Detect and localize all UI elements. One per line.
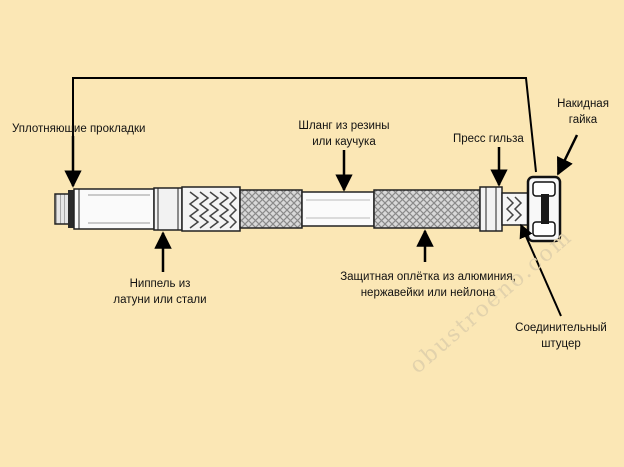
label-nut-line2: гайка	[568, 114, 598, 126]
arrow-fitting	[519, 223, 562, 317]
label-nut-line1: Накидная	[557, 98, 609, 110]
label-fitting-line1: Соединительный	[515, 322, 607, 334]
right-press-sleeve	[479, 186, 503, 232]
label-nut: Накидная гайка	[548, 96, 618, 128]
label-braid-line2: нержавейки или нейлона	[360, 287, 496, 299]
label-press-sleeve: Пресс гильза	[453, 133, 524, 145]
union-nut	[526, 175, 562, 243]
nipple-thread	[54, 190, 74, 228]
label-nipple-line1: Ниппель из	[129, 278, 191, 290]
arrow-nut	[556, 134, 579, 176]
label-hose: Шланг из резины или каучука	[290, 118, 398, 150]
right-braid	[373, 189, 481, 229]
label-braid: Защитная оплётка из алюминия, нержавейки…	[330, 269, 526, 301]
label-fitting: Соединительный штуцер	[510, 320, 612, 352]
label-gaskets: Уплотняющие прокладки	[12, 123, 146, 135]
bracket-line	[72, 77, 537, 173]
nipple	[73, 187, 183, 231]
label-nipple: Ниппель из латуни или стали	[98, 276, 222, 308]
label-braid-line1: Защитная оплётка из алюминия,	[340, 271, 516, 283]
label-nipple-line2: латуни или стали	[113, 294, 207, 306]
label-fitting-line2: штуцер	[541, 338, 581, 350]
left-press-sleeve	[181, 186, 241, 232]
rubber-hose	[301, 191, 375, 227]
connecting-fitting	[501, 192, 529, 226]
label-hose-line2: или каучука	[312, 136, 376, 148]
left-braid	[239, 189, 303, 229]
label-hose-line1: Шланг из резины	[298, 120, 390, 132]
